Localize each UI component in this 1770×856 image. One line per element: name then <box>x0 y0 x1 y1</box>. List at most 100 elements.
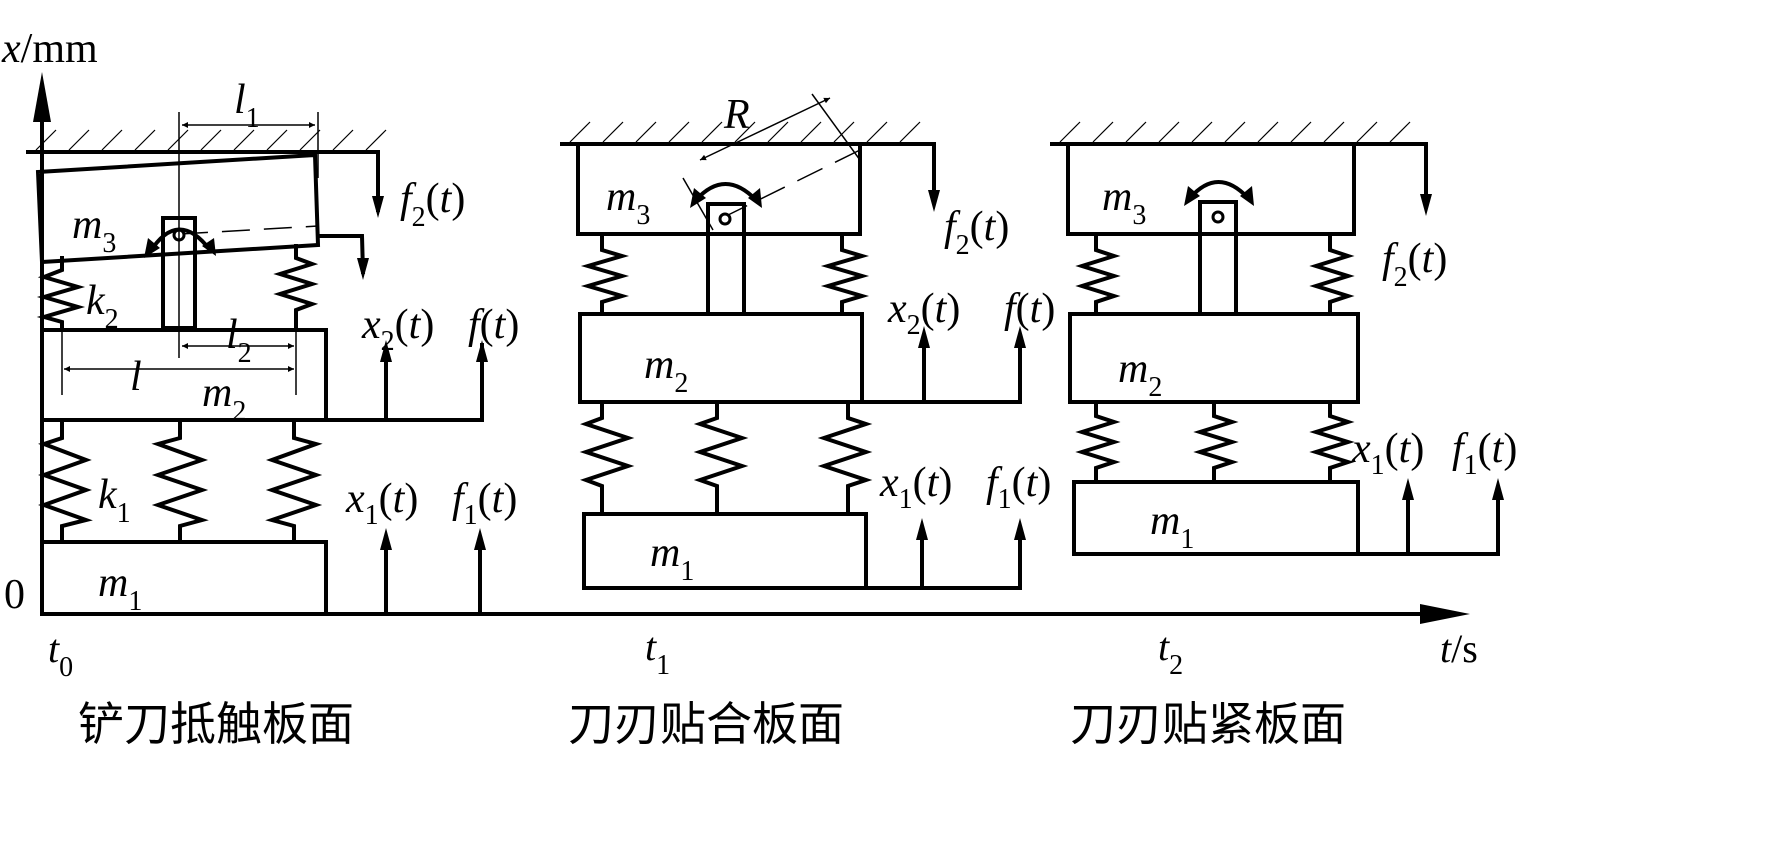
t-axis-label: t/s <box>1440 626 1478 671</box>
mass-m1-block <box>1072 480 1360 556</box>
ground-hatch-mark <box>800 121 822 143</box>
label-l: l <box>130 354 142 400</box>
label-k1: k1 <box>98 472 131 529</box>
ground-hatch-mark <box>233 129 255 151</box>
label-m2: m2 <box>1118 346 1162 403</box>
dimension-R <box>699 97 831 161</box>
ground-hatch-mark <box>200 129 222 151</box>
x-axis-arrow-icon <box>33 72 51 122</box>
mass-m2-block <box>1068 312 1360 404</box>
ground-hatch-mark <box>332 129 354 151</box>
ground-hatch-mark <box>1323 121 1345 143</box>
ground-hatch-mark <box>101 129 123 151</box>
mass-m1-block <box>40 540 328 616</box>
origin-label: 0 <box>4 572 25 618</box>
x2-arrow-icon <box>380 340 392 362</box>
mass-m2-block <box>40 328 328 422</box>
rotation-arrow-icon <box>147 227 213 255</box>
ground-hatch-mark <box>767 121 789 143</box>
time-mark-t2: t2 <box>1158 624 1183 681</box>
spring-k1-middle <box>693 402 749 514</box>
ground-hatch-mark <box>1158 121 1180 143</box>
f1-arrow-icon <box>1492 478 1504 500</box>
mass-m2-block <box>578 312 864 404</box>
x2-arrow-icon <box>918 326 930 348</box>
stage-2-caption: 刀刃贴合板面 <box>568 697 844 751</box>
ground-hatch-mark <box>134 129 156 151</box>
spring-k2-left <box>1075 234 1121 314</box>
label-m1: m1 <box>98 560 142 617</box>
label-k2: k2 <box>86 278 119 335</box>
ground-hatch-mark <box>1125 121 1147 143</box>
pivot-hinge-icon <box>718 212 732 226</box>
ground-hatch-mark <box>899 121 921 143</box>
x1-arrow-icon <box>1402 478 1414 500</box>
label-x1: x1(t) <box>879 460 952 515</box>
ground-hatch-mark <box>833 121 855 143</box>
ground-hatch-mark <box>365 129 387 151</box>
f-arrow-icon <box>1014 326 1026 348</box>
time-mark-t1: t1 <box>645 624 670 681</box>
label-l2: l2 <box>226 312 252 369</box>
label-f1: f1(t) <box>986 460 1051 515</box>
mass-m1-block <box>582 512 868 590</box>
spring-k2-left <box>580 234 630 314</box>
label-m1: m1 <box>1150 498 1194 555</box>
ground-hatch-mark <box>1356 121 1378 143</box>
label-f2: f2(t) <box>944 204 1009 261</box>
ground-hatch-mark <box>1389 121 1411 143</box>
ground-hatch-mark <box>668 121 690 143</box>
fixed-ground-hatch <box>26 129 387 154</box>
ground-hatch-mark <box>1257 121 1279 143</box>
ground-hatch-mark <box>1191 121 1213 143</box>
force-f2-arrow-icon <box>928 190 940 212</box>
ground-hatch-mark <box>866 121 888 143</box>
label-m1: m1 <box>650 530 694 587</box>
label-x1: x1(t) <box>345 476 418 531</box>
stage-2-blade-fit: f2(t) m3 R m2 x2(t) f(t) <box>560 92 1055 751</box>
spring-k1-left <box>1075 402 1121 482</box>
spring-k1-right <box>1309 402 1355 482</box>
ground-hatch-mark <box>266 129 288 151</box>
x-axis-label: x/mm <box>1 26 98 72</box>
t-axis-arrow-icon <box>1420 604 1470 624</box>
label-f2: f2(t) <box>1382 236 1447 293</box>
label-x1: x1(t) <box>1351 426 1424 481</box>
ground-hatch-mark <box>1290 121 1312 143</box>
mass-m3-block <box>1066 142 1356 236</box>
mass-m3-block <box>35 152 321 265</box>
pivot-hinge-icon <box>1211 210 1225 224</box>
ground-hatch-mark <box>167 129 189 151</box>
label-f1: f1(t) <box>452 476 517 531</box>
ground-hatch-mark <box>701 121 723 143</box>
label-l1: l1 <box>234 77 260 134</box>
ground-hatch-mark <box>299 129 321 151</box>
x1-arrow-icon <box>380 528 392 550</box>
ground-hatch-mark <box>68 129 90 151</box>
label-f: f(t) <box>1004 286 1055 332</box>
label-m2: m2 <box>202 370 246 427</box>
label-m3: m3 <box>606 174 650 231</box>
label-f1: f1(t) <box>1452 426 1517 481</box>
spring-k1-middle <box>1193 402 1239 482</box>
x1-arrow-icon <box>916 518 928 540</box>
label-m2: m2 <box>644 342 688 399</box>
label-R: R <box>723 92 750 138</box>
stage-1-blade-contact: l1 k2 l2 m3 l m2 x2(t) f(t) <box>26 77 519 751</box>
spring-k1-right <box>817 402 873 514</box>
spring-k1-left <box>38 422 93 542</box>
force-f2-arrow-icon <box>1420 194 1432 216</box>
spring-k1-middle <box>151 422 209 542</box>
stage-3-blade-tight: f2(t) m3 m2 m1 x1(t) f1(t) 刀刃贴紧 <box>1050 121 1517 751</box>
stage-1-caption: 铲刀抵触板面 <box>78 697 354 751</box>
f-arrow-icon <box>476 340 488 362</box>
label-x2: x2(t) <box>887 286 960 341</box>
stage-1-label-f2: f2(t) <box>400 176 465 233</box>
ground-hatch-mark <box>1224 121 1246 143</box>
ground-hatch-mark <box>569 121 591 143</box>
spring-k2-right <box>820 234 870 314</box>
label-m3: m3 <box>72 202 116 259</box>
f1-arrow-icon <box>1014 518 1026 540</box>
spring-k2-right <box>1309 234 1355 314</box>
